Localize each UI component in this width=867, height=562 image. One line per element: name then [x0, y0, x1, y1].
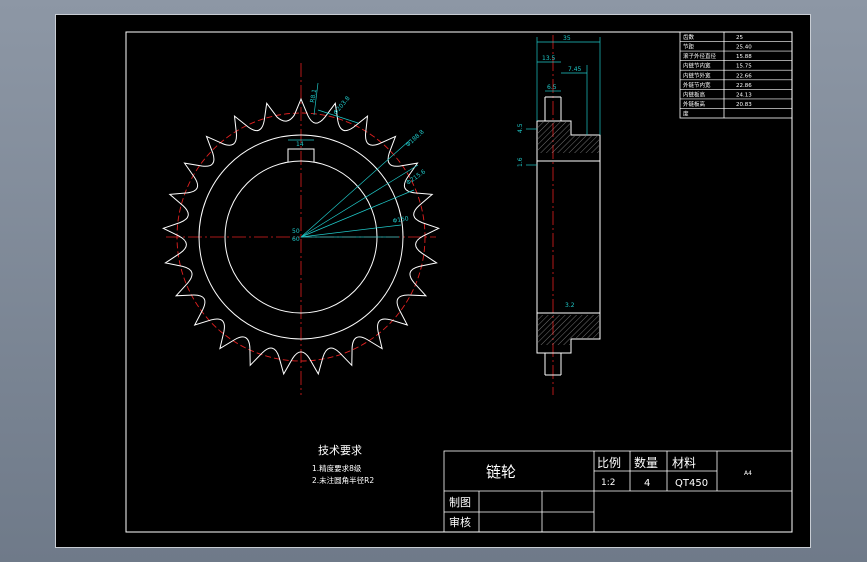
- small-dim-a: 1.6: [517, 157, 524, 167]
- hub-circle-dim: Φ150: [392, 215, 409, 225]
- side-view: 35 13.5 7.45 6.5 4.5 1.6 3.2: [517, 35, 601, 395]
- quantity-value: 4: [644, 478, 650, 489]
- param-name: 内链节内宽: [683, 62, 711, 70]
- section-hatch-top: [538, 122, 599, 153]
- center-dim-a: 50: [292, 228, 300, 235]
- sprocket-teeth-outline: [162, 97, 440, 376]
- quantity-label: 数量: [634, 455, 658, 470]
- tech-requirements: 技术要求 1.精度要求8级 2.未注圆角半径R2: [312, 444, 374, 485]
- sheet-code: A4: [744, 470, 752, 477]
- param-name: 内链板高: [683, 90, 706, 98]
- hub-outer-circle: [198, 134, 404, 340]
- chamfer-dim: 4.5: [517, 123, 524, 133]
- tech-requirements-title: 技术要求: [318, 444, 362, 457]
- checked-by-label: 审核: [449, 515, 471, 529]
- param-name: 外链节内宽: [683, 81, 711, 89]
- param-value: 24.13: [736, 92, 752, 98]
- pitch-circle: [176, 112, 426, 362]
- pitch-circle-dim: Φ203.8: [332, 95, 352, 116]
- small-dim-b: 3.2: [565, 302, 575, 309]
- title-block: [443, 450, 793, 533]
- tooth-tip-dim: R8.1: [309, 88, 318, 103]
- drawn-by-label: 制图: [449, 496, 471, 509]
- param-value: 22.86: [736, 83, 752, 89]
- param-value: 20.83: [736, 102, 752, 108]
- param-name: 滚子外径直径: [683, 52, 717, 60]
- param-value: 25.40: [736, 45, 752, 51]
- param-name: 齿数: [683, 33, 695, 41]
- scale-label: 比例: [597, 456, 621, 470]
- cad-viewport[interactable]: 14 R8.1 Φ203.8 Φ188.8 Φ215.6 Φ150 50 60: [55, 14, 811, 548]
- param-name: 外链板高: [683, 100, 706, 108]
- side-body-outline: [536, 96, 601, 376]
- section-hatch-bottom: [538, 315, 599, 345]
- material-value: QT450: [675, 478, 708, 489]
- tech-requirement-item: 2.未注圆角半径R2: [312, 475, 374, 485]
- front-view: 14 R8.1 Φ203.8 Φ188.8 Φ215.6 Φ150 50 60: [162, 63, 440, 395]
- inner-step-dim: 6.5: [547, 84, 557, 91]
- keyway: [287, 148, 315, 162]
- param-name: 节距: [683, 43, 695, 51]
- material-label: 材料: [672, 456, 696, 470]
- param-value: 22.66: [736, 73, 752, 79]
- part-name: 链轮: [486, 463, 516, 481]
- param-name: 内链节外宽: [683, 71, 711, 79]
- tech-requirement-item: 1.精度要求8级: [312, 463, 362, 473]
- keyway-dim: 14: [296, 141, 304, 148]
- param-value: 15.75: [736, 64, 752, 70]
- radial-dimension-lines: [300, 82, 419, 238]
- scale-value: 1:2: [601, 478, 615, 488]
- center-dim-b: 60: [292, 236, 300, 243]
- root-circle-dim: Φ188.8: [405, 129, 426, 149]
- offset-dim: 7.45: [568, 66, 582, 73]
- overall-width-dim: 35: [563, 35, 571, 42]
- drawing-canvas: 14 R8.1 Φ203.8 Φ188.8 Φ215.6 Φ150 50 60: [125, 31, 793, 533]
- tooth-width-dim: 13.5: [542, 55, 556, 62]
- params-table: 齿数 25 节距 25.40 滚子外径直径 15.88 内链节内宽 15.75 内链节外宽 22.…: [679, 31, 793, 119]
- param-value: 15.88: [736, 54, 752, 60]
- param-name: 度: [683, 110, 689, 118]
- param-value: 25: [736, 35, 743, 41]
- side-dimension-lines: [526, 37, 601, 166]
